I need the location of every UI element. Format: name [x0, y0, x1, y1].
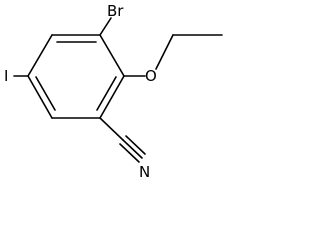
- benzene-ring: [27, 34, 125, 119]
- triple-bond-line: [119, 143, 140, 163]
- chemical-structure: Br O I N: [4, 2, 223, 181]
- nitrile-attach-bond: [99, 117, 124, 141]
- bromine-label: Br: [107, 2, 124, 20]
- bromine-bond: [99, 17, 112, 36]
- ring-double-bond: [96, 76, 117, 111]
- ethyl-bond: [155, 34, 174, 70]
- triple-bond-line: [122, 139, 143, 159]
- ring-bond: [27, 34, 53, 77]
- ring-bond: [99, 75, 125, 119]
- ring-double-bond: [35, 76, 56, 111]
- iodine-label: I: [4, 67, 8, 85]
- oxygen-label: O: [145, 67, 157, 85]
- ring-bond: [99, 34, 125, 77]
- ring-bond: [27, 75, 53, 119]
- triple-bond-line: [125, 135, 146, 155]
- triple-bond: [119, 135, 146, 163]
- nitrogen-label: N: [139, 163, 150, 181]
